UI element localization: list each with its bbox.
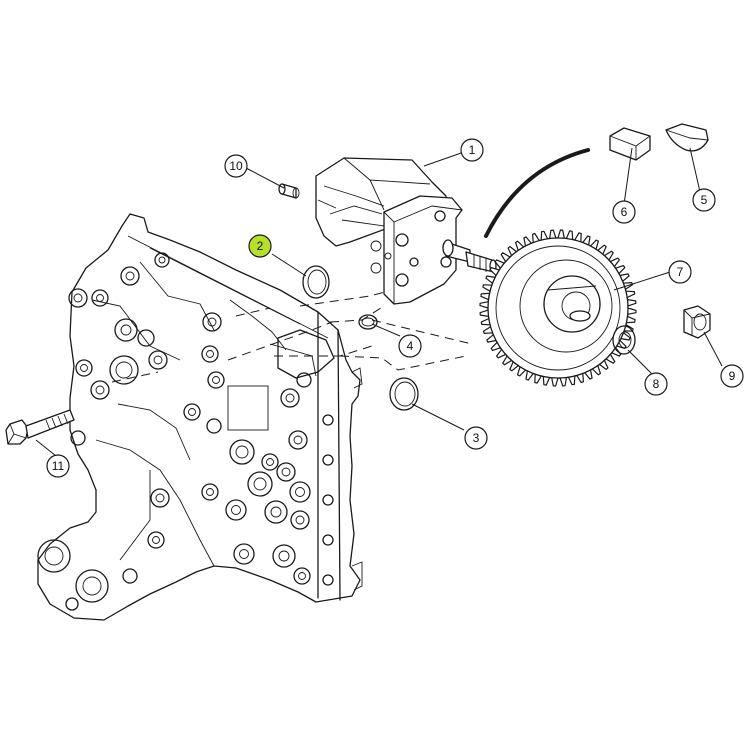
callout-9: 9 — [720, 364, 744, 388]
callout-circle — [224, 154, 248, 178]
callout-label: 3 — [473, 431, 480, 445]
callout-label: 6 — [621, 205, 628, 219]
callout-circle — [668, 260, 692, 284]
callout-circle — [612, 200, 636, 224]
callout-2: 2 — [248, 234, 272, 258]
callout-label: 7 — [677, 265, 684, 279]
callout-label: 4 — [407, 339, 414, 353]
callout-label: 5 — [701, 193, 708, 207]
gear — [479, 229, 637, 387]
callout-11: 11 — [46, 454, 70, 478]
housing-cover — [37, 213, 363, 621]
key — [609, 127, 651, 161]
assembly-axis-lines — [111, 289, 473, 383]
dowel-pin — [278, 183, 300, 199]
callout-6: 6 — [612, 200, 636, 224]
callout-10: 10 — [224, 154, 248, 178]
callout-circle — [46, 454, 70, 478]
o-ring-large — [302, 265, 330, 299]
callout-circle — [692, 188, 716, 212]
callout-circle — [720, 364, 744, 388]
callout-4: 4 — [398, 334, 422, 358]
callout-label: 1 — [469, 143, 476, 157]
leader-lines — [35, 147, 723, 457]
assembly-arrow — [484, 148, 590, 238]
callout-5: 5 — [692, 188, 716, 212]
callout-3: 3 — [464, 426, 488, 450]
callout-circle-highlighted — [248, 234, 272, 258]
callout-1: 1 — [460, 138, 484, 162]
callout-label: 9 — [729, 369, 736, 383]
callout-circle — [464, 426, 488, 450]
o-ring-lower — [389, 377, 419, 411]
callout-label: 11 — [52, 459, 65, 473]
callout-circle — [644, 372, 668, 396]
housing-bolt-holes — [37, 252, 334, 611]
bolt — [5, 409, 75, 445]
callout-8: 8 — [644, 372, 668, 396]
washer — [612, 325, 636, 355]
nut — [683, 305, 711, 339]
pump-body — [315, 157, 497, 305]
callout-circle — [460, 138, 484, 162]
woodruff-key — [665, 123, 709, 152]
callout-label: 2 — [257, 239, 264, 253]
callouts: 1 2 3 4 5 6 7 8 — [46, 138, 744, 478]
callout-7: 7 — [668, 260, 692, 284]
callout-label: 10 — [229, 159, 243, 173]
callout-label: 8 — [653, 377, 660, 391]
o-ring-small — [358, 314, 378, 330]
callout-circle — [398, 334, 422, 358]
